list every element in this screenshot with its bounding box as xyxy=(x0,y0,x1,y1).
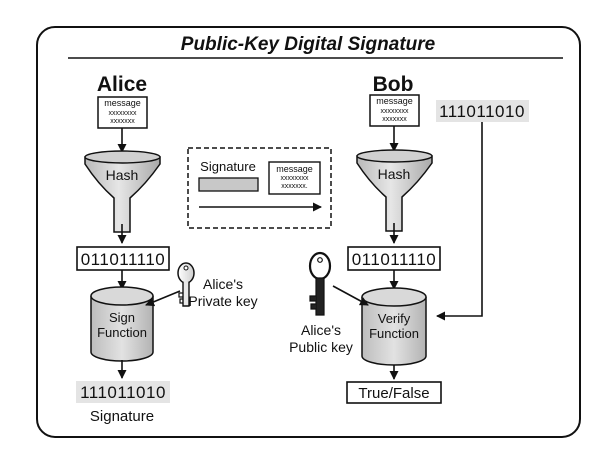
transfer-message-box xyxy=(268,161,321,195)
transfer-panel: Signature message xxxxxxxx xxxxxxx. xyxy=(187,147,332,229)
alice-message-line-2: xxxxxxxx xyxy=(109,110,138,117)
alice-column: Alice message xxxxxxxx xxxxxxx Hash 0110… xyxy=(76,73,258,425)
diagram-frame xyxy=(36,26,581,438)
alice-message-line-1: message xyxy=(104,98,141,108)
bob-hash-value: 011011110 xyxy=(352,250,437,269)
public-key-label-line-2: Public key xyxy=(289,339,353,355)
alice-signature-highlight xyxy=(76,381,170,403)
bob-arrow-signature-to-verify xyxy=(436,122,483,321)
bob-funnel-rim xyxy=(356,149,433,163)
transfer-signature-label: Signature xyxy=(200,159,256,174)
diagram-title: Public-Key Digital Signature xyxy=(181,34,436,55)
bob-message-line-2: xxxxxxxx xyxy=(381,108,410,115)
signature-caption: Signature xyxy=(90,408,154,425)
bob-cylinder-top xyxy=(361,287,427,307)
alice-message-line-3: xxxxxxx xyxy=(110,118,135,125)
bob-name: Bob xyxy=(373,73,414,96)
bob-received-signature-highlight xyxy=(436,100,529,122)
transfer-message-line-3: xxxxxxx. xyxy=(281,183,308,190)
alice-hash-value-box xyxy=(76,246,170,271)
alice-cylinder-top xyxy=(90,286,154,306)
bob-column: Bob message xxxxxxxx xxxxxxx 111011010 H… xyxy=(289,73,529,404)
alice-name: Alice xyxy=(97,73,147,96)
bob-function-line-2: Function xyxy=(369,326,419,341)
bob-message-line-1: message xyxy=(376,96,413,106)
private-key-icon xyxy=(177,262,195,307)
bob-function-line-1: Verify xyxy=(378,311,411,326)
bob-arrow-key-to-verify xyxy=(332,285,369,306)
transfer-message-line-1: message xyxy=(276,164,313,174)
alice-function-line-2: Function xyxy=(97,325,147,340)
alice-hash-value: 011011110 xyxy=(81,250,166,269)
bob-message-box xyxy=(369,94,420,127)
public-key-label-line-1: Alice's xyxy=(301,322,341,338)
public-key-icon xyxy=(308,251,332,316)
verification-result-box xyxy=(346,381,442,404)
alice-hash-label: Hash xyxy=(106,167,139,183)
transfer-message-line-2: xxxxxxxx xyxy=(281,175,310,182)
alice-signature-value: 111011010 xyxy=(80,383,166,402)
bob-received-signature: 111011010 xyxy=(439,102,525,121)
alice-funnel-rim xyxy=(84,150,161,164)
transfer-signature-bar xyxy=(198,177,259,192)
alice-function-line-1: Sign xyxy=(109,310,135,325)
alice-arrow-key-to-sign xyxy=(145,290,181,307)
private-key-label-line-2: Private key xyxy=(188,293,257,309)
bob-message-line-3: xxxxxxx xyxy=(382,116,407,123)
bob-hash-label: Hash xyxy=(378,166,411,182)
verification-result: True/False xyxy=(358,385,429,402)
private-key-label-line-1: Alice's xyxy=(203,276,243,292)
